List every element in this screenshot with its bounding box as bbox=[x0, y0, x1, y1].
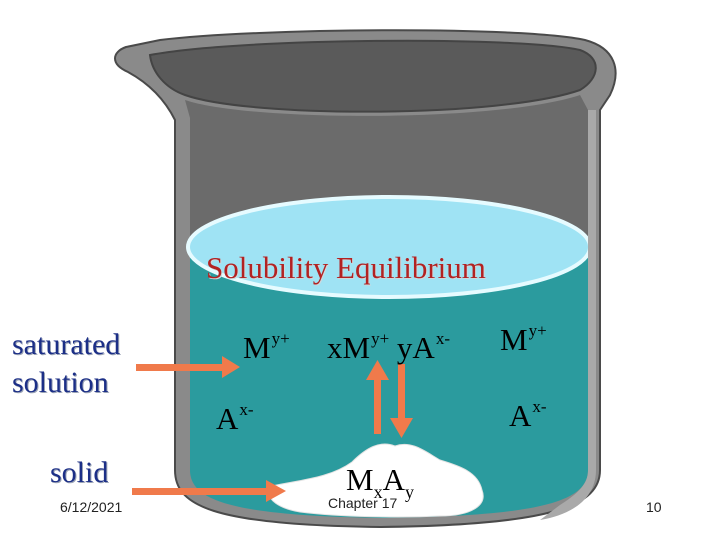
anion-right: Ax- bbox=[509, 397, 547, 433]
label-saturated: saturated bbox=[12, 328, 121, 361]
footer-page-number: 10 bbox=[646, 499, 662, 515]
arrow-precipitate-down bbox=[390, 364, 413, 438]
equilibrium-ions: xMy+ yAx- bbox=[327, 329, 450, 365]
footer-chapter: Chapter 17 bbox=[328, 495, 398, 511]
beaker-rim bbox=[148, 39, 597, 113]
arrow-to-solution bbox=[136, 356, 240, 378]
diagram-title: Solubility Equilibrium bbox=[206, 250, 486, 285]
cation-right: My+ bbox=[500, 321, 547, 357]
solution bbox=[190, 250, 588, 518]
glass-highlight bbox=[540, 110, 596, 520]
label-solid: solid bbox=[50, 456, 109, 489]
label-solution: solution bbox=[12, 366, 109, 399]
solid-formula: MxAy bbox=[346, 462, 414, 502]
anion-left: Ax- bbox=[216, 400, 254, 436]
arrow-to-solid bbox=[132, 480, 286, 502]
footer-date: 6/12/2021 bbox=[60, 499, 123, 515]
solid-pile bbox=[269, 443, 484, 518]
arrow-dissolve-up bbox=[366, 360, 389, 434]
cation-left: My+ bbox=[243, 329, 290, 365]
